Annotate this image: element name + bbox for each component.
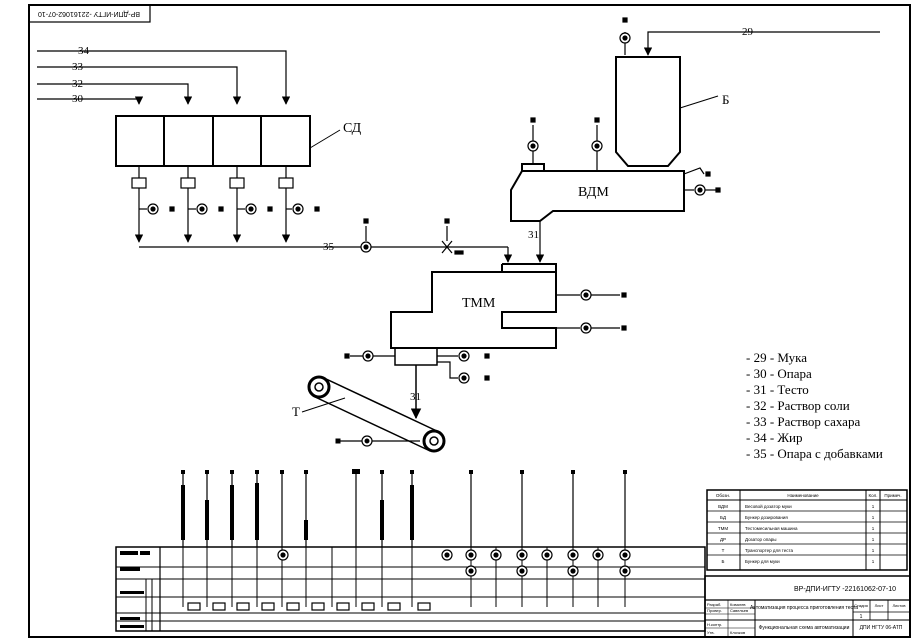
title-block-text: ВР-ДПИ-ИГТУ -22161062-07-10 Автоматизаци…	[707, 586, 906, 635]
bunker-b	[615, 56, 681, 167]
dispenser-instruments	[344, 350, 490, 384]
dough-dispenser	[394, 347, 438, 420]
stream-29-label: 29	[742, 26, 754, 38]
legend-item: - 33 - Раствор сахара	[746, 414, 860, 429]
sd-dispenser-block	[115, 115, 311, 167]
legend-item: - 29 - Мука	[746, 350, 807, 365]
spec-cell: Бункер дозирования	[745, 515, 788, 520]
spec-cell: 1	[872, 559, 875, 564]
tmm-mixer	[390, 263, 557, 349]
stream-31b-label: 31	[410, 391, 421, 403]
spec-cell: Т	[722, 548, 725, 553]
title-col-sheet: Лист	[875, 603, 884, 608]
top-stamp-text: ВР-ДПИ-ИГТУ -22161062-07-10	[38, 10, 140, 17]
legend-item: - 30 - Опара	[746, 366, 812, 381]
spec-header-note: Примеч.	[884, 493, 901, 498]
spec-header-code: Обозн.	[716, 493, 730, 498]
title-col-sheets: Листов	[893, 603, 906, 608]
spec-cell: Дозатор опары	[745, 537, 776, 542]
title-org: ДПИ НГТУ 06-АТП	[860, 625, 903, 631]
title-col-lit: Стадия	[854, 603, 868, 608]
title-block	[704, 575, 911, 638]
sd-label: СД	[343, 121, 362, 136]
input-lines	[37, 50, 291, 104]
sd-sensors	[139, 203, 320, 215]
stream-legend: - 29 - Мука - 30 - Опара - 31 - Тесто - …	[746, 350, 883, 461]
spec-cell: 1	[872, 537, 875, 542]
title-name: Клочков	[730, 630, 745, 635]
spec-cell: ВДМ	[718, 504, 728, 509]
vdm-label: ВДМ	[578, 185, 609, 200]
drawing-frame	[28, 4, 911, 638]
spec-header-name: Наименование	[787, 493, 819, 498]
table-devices	[187, 602, 431, 611]
spec-header-qty: Кол.	[869, 493, 878, 498]
legend-item: - 31 - Тесто	[746, 382, 809, 397]
title-role: Утв.	[707, 630, 715, 635]
sd-outlets	[131, 166, 294, 243]
stream-35-label: 35	[323, 241, 335, 253]
spec-cell: ДР	[720, 537, 726, 542]
bunker-label: Б	[722, 92, 729, 107]
stream-35-line	[139, 218, 513, 263]
vdm-instruments	[527, 117, 721, 196]
spec-cell: ТММ	[718, 526, 728, 531]
spec-cell: 1	[872, 515, 875, 520]
spec-table	[706, 489, 908, 571]
title-name: Савельев	[730, 608, 748, 613]
title-doc-code: ВР-ДПИ-ИГТУ -22161062-07-10	[794, 586, 896, 593]
spec-table-text: Обозн. Наименование Кол. Примеч. ВДМ Вес…	[716, 493, 902, 564]
legend-item: - 34 - Жир	[746, 430, 803, 445]
stream-32-label: 32	[72, 78, 83, 90]
transporter-t	[307, 375, 446, 453]
signal-markers	[181, 469, 627, 540]
title-role: Разраб.	[707, 602, 721, 607]
title-role: Н.контр.	[707, 622, 722, 627]
transporter-label: Т	[292, 404, 300, 419]
spec-cell: 1	[872, 548, 875, 553]
title-sheet-label: Функциональная схема автоматизации	[759, 625, 850, 631]
stream-30-label: 30	[72, 93, 84, 105]
spec-cell: Транспортер для теста	[745, 548, 794, 553]
stream-33-label: 33	[72, 61, 84, 73]
spec-cell: Б	[722, 559, 725, 564]
title-sheet-num: 1	[860, 614, 863, 620]
tmm-instruments	[556, 289, 627, 334]
title-role: Провер.	[707, 608, 722, 613]
stream-34-label: 34	[78, 45, 90, 57]
stream-29-line	[619, 17, 880, 56]
table-instruments	[277, 549, 631, 577]
title-text: Автоматизация процесса приготовления тес…	[750, 605, 858, 611]
top-stamp-box	[28, 4, 151, 23]
spec-cell: Бункер для муки	[745, 559, 780, 564]
automation-table	[115, 546, 706, 632]
spec-cell: БД	[720, 515, 726, 520]
legend-item: - 32 - Раствор соли	[746, 398, 850, 413]
legend-item: - 35 - Опара с добавками	[746, 446, 883, 461]
spec-cell: 1	[872, 504, 875, 509]
spec-cell: Тестомесильная машина	[745, 526, 798, 531]
signal-lines	[182, 472, 626, 547]
tmm-label: ТММ	[462, 296, 496, 311]
title-name: Ковалев	[730, 602, 746, 607]
spec-cell: Весовой дозатор муки	[745, 503, 792, 509]
stream-31a-label: 31	[528, 229, 539, 241]
spec-cell: 1	[872, 526, 875, 531]
